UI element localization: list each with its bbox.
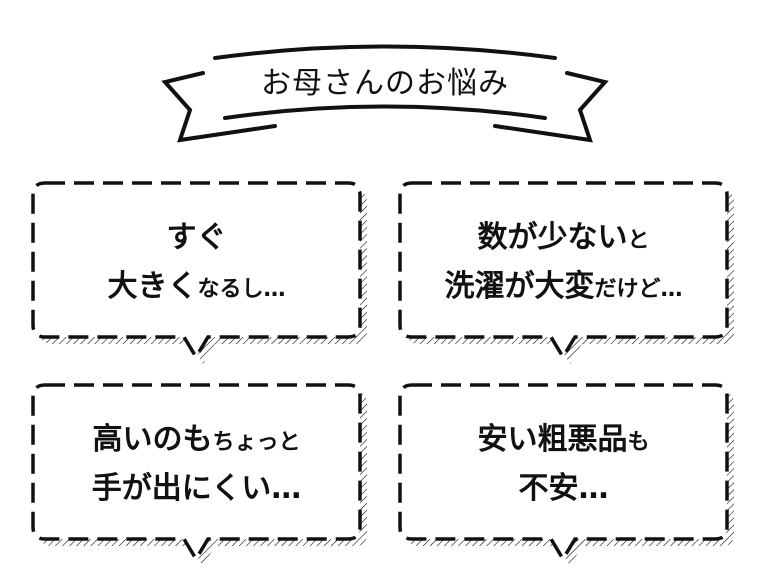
bubble-3-outline	[31, 383, 362, 563]
line-small: だけど…	[594, 277, 683, 302]
line-small: なるし…	[197, 277, 286, 302]
line-small: も	[627, 430, 650, 455]
bubble-2-text: 数が少ないと 洗濯が大変だけど…	[400, 215, 727, 313]
banner-title: お母さんのお悩み	[261, 66, 509, 101]
bubble-2-outline	[398, 181, 729, 361]
line: 高いのも	[92, 422, 213, 457]
line: すぐ	[166, 220, 227, 255]
line: 不安…	[518, 471, 609, 506]
line: 手が出にくい…	[91, 471, 302, 506]
line: 大きく	[107, 269, 198, 304]
line: 安い粗悪品	[477, 422, 628, 457]
line-small: ちょっと	[212, 430, 301, 455]
line: 数が少ない	[477, 220, 628, 255]
bubble-1-outline	[31, 181, 362, 361]
line: 洗濯が大変	[444, 269, 595, 304]
bubble-4-text: 安い粗悪品も 不安…	[400, 417, 727, 515]
bubble-4-outline	[398, 383, 729, 563]
bubble-1-text: すぐ 大きくなるし…	[33, 215, 360, 313]
ribbon-banner	[161, 44, 609, 143]
line-small: と	[627, 228, 650, 253]
bubble-3-text: 高いのもちょっと 手が出にくい…	[33, 417, 360, 515]
